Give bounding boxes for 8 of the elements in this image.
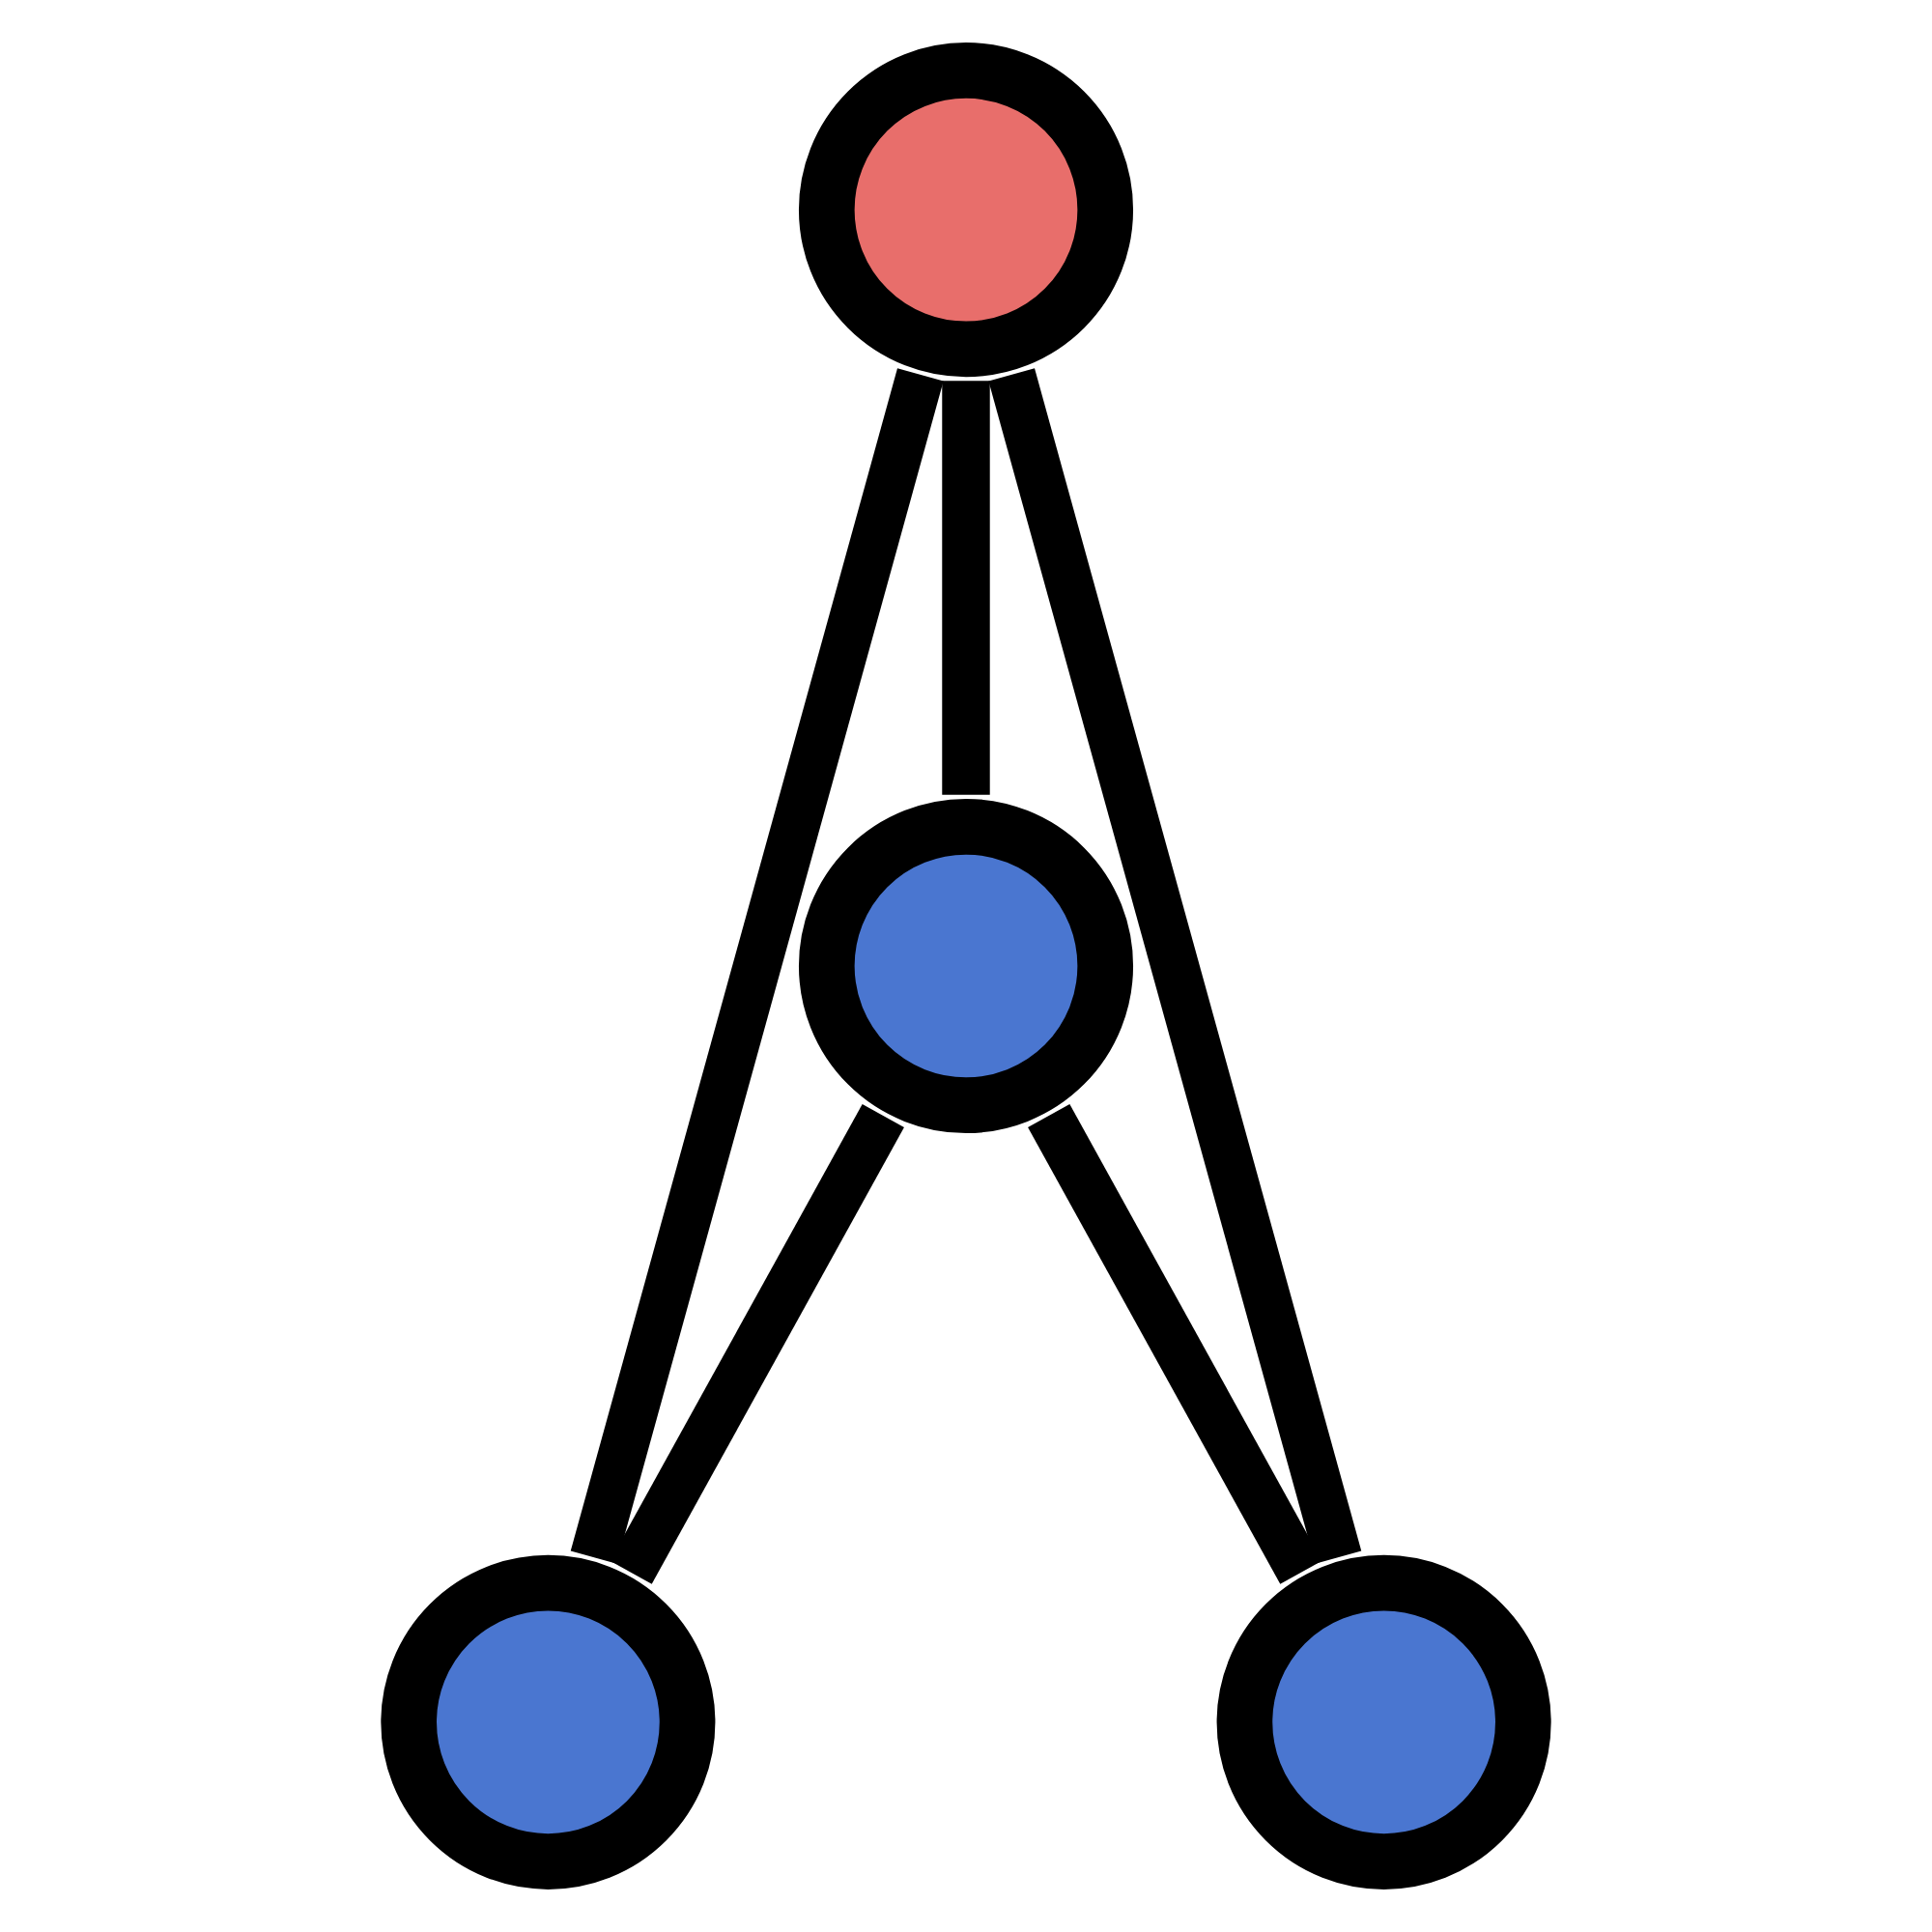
connector-line [610,1104,904,1584]
connector-line [1028,1104,1322,1584]
connector-line [570,368,944,1564]
circle-node [381,1554,716,1889]
circle-node [1216,1554,1551,1889]
circle-node [798,798,1134,1134]
circle-node [798,43,1134,378]
connector-line [988,368,1362,1564]
